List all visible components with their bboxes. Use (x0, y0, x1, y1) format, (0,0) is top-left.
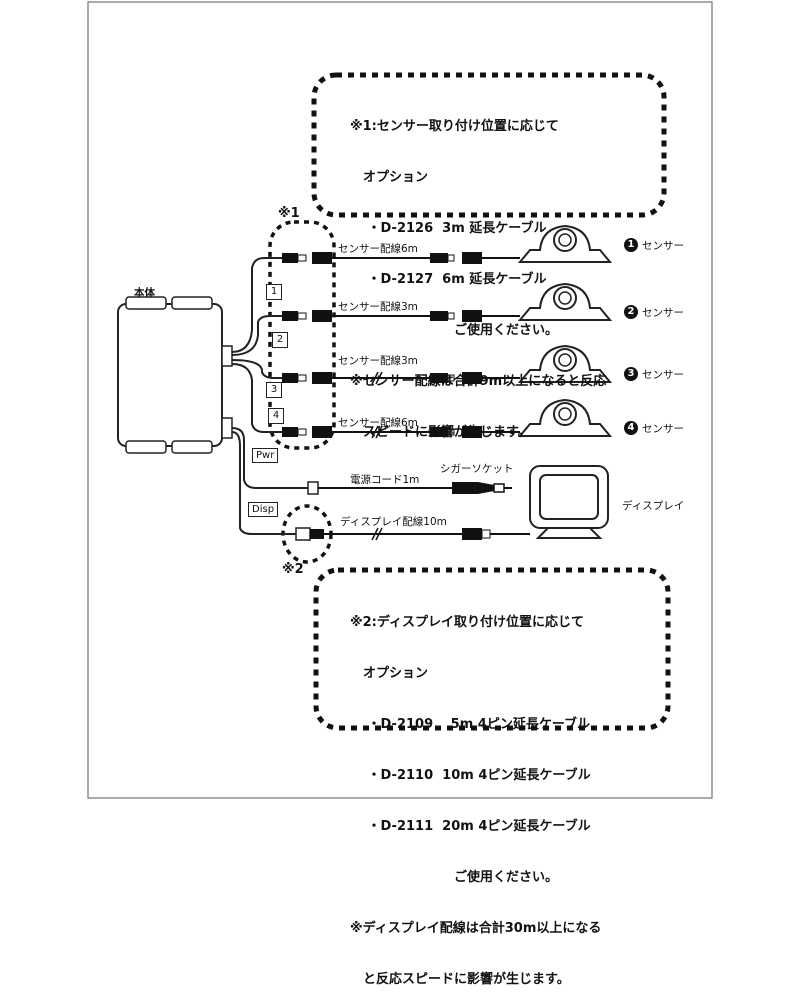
note2-line: と反応スピードに影響が生じます。 (350, 972, 570, 987)
power-cord-label: 電源コード1m (350, 474, 420, 486)
branch-number-4: 4 (268, 408, 284, 424)
wiring-diagram (87, 1, 713, 799)
note2-line: オプション (350, 666, 429, 681)
note1-line: ※1:センサー取り付け位置に応じて (350, 119, 559, 134)
note1-line: ご使用ください。 (350, 323, 559, 338)
sensor-cable-label-1: センサー配線6m (338, 243, 418, 255)
sensor-device-1 (517, 224, 613, 263)
branch-number-1: 1 (266, 284, 282, 300)
sensor-name-4: センサー (642, 423, 684, 435)
note1-line: ※センサー配線は合計9m以上になると反応 (350, 374, 607, 389)
unit-cables (231, 257, 308, 535)
display-cable-label: ディスプレイ配線10m (340, 516, 447, 528)
display-name-label: ディスプレイ (622, 500, 685, 512)
cigar-socket-label: シガーソケット (440, 463, 514, 475)
mark-1: ※1 (278, 206, 300, 221)
sensor-badge-4: 4 (624, 421, 638, 435)
note1-line: スピードに影響が生じます。 (350, 425, 531, 440)
note2-line: ※2:ディスプレイ取り付け位置に応じて (350, 615, 584, 630)
branch-number-3: 3 (266, 382, 282, 398)
branch-number-2: 2 (272, 332, 288, 348)
note2-box (313, 567, 671, 731)
note2-line: ご使用ください。 (350, 870, 559, 885)
option-zone-1 (268, 220, 336, 450)
sensor-device-4 (517, 398, 613, 437)
disp-port-label: Disp (248, 502, 279, 517)
sensor-cable-label-3: センサー配線3m (338, 355, 418, 367)
pwr-port-label: Pwr (252, 448, 279, 463)
sensor-name-3: センサー (642, 369, 684, 381)
note1-line: オプション (350, 170, 429, 185)
note1-text: ※1:センサー取り付け位置に応じて オプション ・D-2126 3m 延長ケーブ… (350, 84, 606, 458)
mark-2: ※2 (282, 562, 304, 577)
sensor-device-2 (517, 282, 613, 321)
note2-text: ※2:ディスプレイ取り付け位置に応じて オプション ・D-2109 5m 4ピン… (350, 580, 601, 1005)
sensor-row-1 (282, 252, 520, 264)
sensor-name-1: センサー (642, 240, 684, 252)
sensor-cable-label-4: センサー配線6m (338, 417, 418, 429)
sensor-badge-1: 1 (624, 238, 638, 252)
sensor-name-2: センサー (642, 307, 684, 319)
note2-line: ※ディスプレイ配線は合計30m以上になる (350, 921, 602, 936)
power-cord (307, 481, 452, 495)
note1-line: ・D-2126 3m 延長ケーブル (350, 221, 547, 236)
note2-line: ・D-2111 20m 4ピン延長ケーブル (350, 819, 591, 834)
outer-frame (87, 1, 713, 799)
sensor-row-3 (282, 371, 520, 385)
sensor-row-4 (282, 425, 520, 439)
display-cable (295, 527, 530, 541)
note2-line: ・D-2110 10m 4ピン延長ケーブル (350, 768, 591, 783)
display-device (529, 465, 609, 539)
note1-box (311, 72, 667, 218)
sensor-row-2 (282, 310, 520, 322)
sensor-device-3 (517, 344, 613, 383)
sensor-cable-label-2: センサー配線3m (338, 301, 418, 313)
sensor-badge-2: 2 (624, 305, 638, 319)
sensor-badge-3: 3 (624, 367, 638, 381)
note2-line: ・D-2109 5m 4ピン延長ケーブル (350, 717, 591, 732)
main-unit-label: 本体 (134, 287, 155, 299)
note1-line: ・D-2127 6m 延長ケーブル (350, 272, 547, 287)
cigar-plug (452, 482, 512, 494)
main-unit (117, 296, 233, 454)
